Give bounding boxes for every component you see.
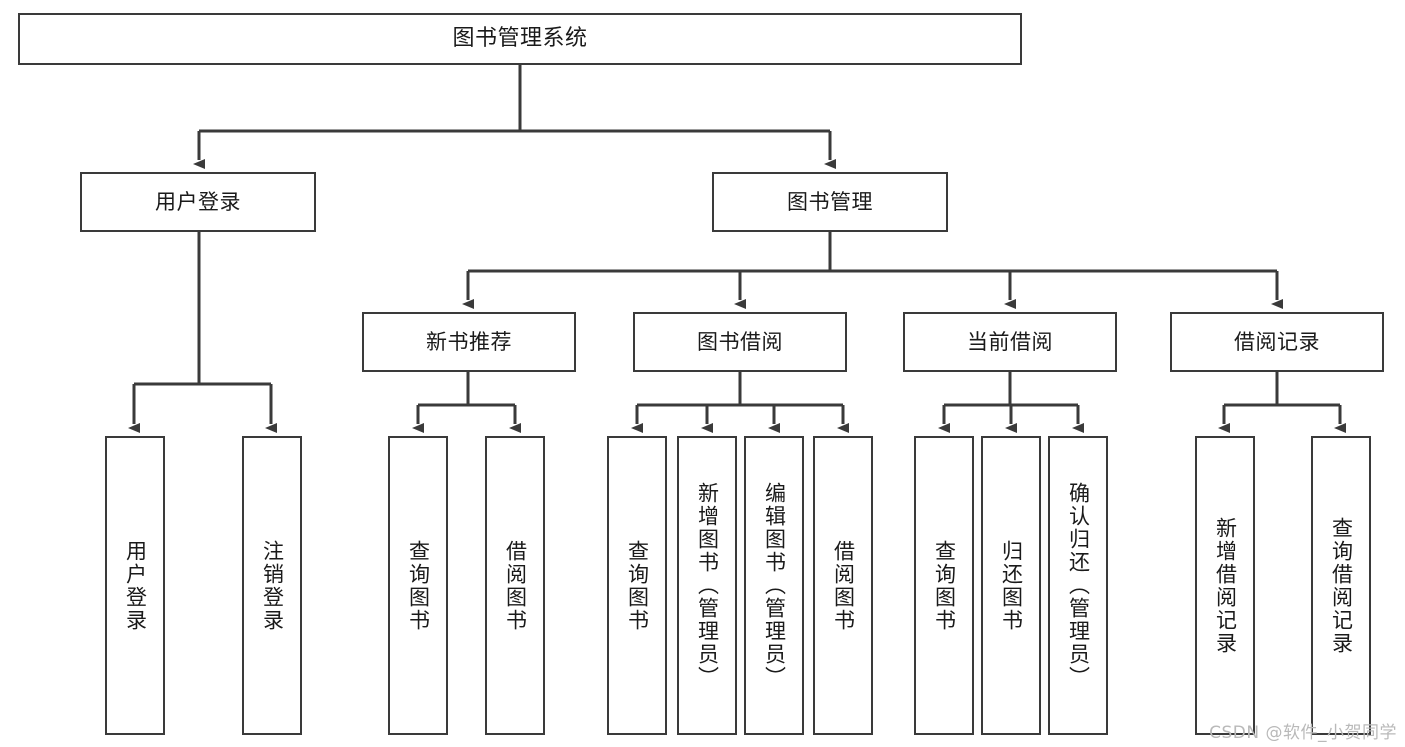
node-label: 借阅图书 [503, 539, 528, 632]
node-leaf-borrow-book-2[interactable]: 借阅图书 [813, 436, 873, 735]
node-label: 当前借阅 [967, 329, 1053, 354]
node-label: 新书推荐 [426, 329, 512, 354]
node-label: 新增图书（管理员） [695, 482, 720, 689]
node-leaf-user-login[interactable]: 用户登录 [105, 436, 165, 735]
node-label: 借阅记录 [1234, 329, 1320, 354]
node-leaf-query-book-1[interactable]: 查询图书 [388, 436, 448, 735]
node-label: 查询图书 [406, 539, 431, 632]
node-root-system[interactable]: 图书管理系统 [18, 13, 1022, 65]
node-label: 编辑图书（管理员） [762, 482, 787, 689]
node-label: 图书借阅 [697, 329, 783, 354]
node-leaf-logout-login[interactable]: 注销登录 [242, 436, 302, 735]
node-label: 确认归还（管理员） [1066, 482, 1091, 689]
node-label: 图书管理系统 [452, 26, 588, 52]
node-leaf-return-book[interactable]: 归还图书 [981, 436, 1041, 735]
node-label: 借阅图书 [831, 539, 856, 632]
node-user-login[interactable]: 用户登录 [80, 172, 316, 232]
node-leaf-query-book-2[interactable]: 查询图书 [607, 436, 667, 735]
node-label: 用户登录 [123, 539, 148, 632]
node-label: 注销登录 [260, 539, 285, 632]
node-leaf-query-borrow-record[interactable]: 查询借阅记录 [1311, 436, 1371, 735]
node-leaf-query-book-3[interactable]: 查询图书 [914, 436, 974, 735]
node-leaf-edit-book[interactable]: 编辑图书（管理员） [744, 436, 804, 735]
node-book-borrow[interactable]: 图书借阅 [633, 312, 847, 372]
node-current-borrow[interactable]: 当前借阅 [903, 312, 1117, 372]
node-label: 图书管理 [787, 189, 873, 214]
node-label: 查询图书 [625, 539, 650, 632]
node-leaf-add-book[interactable]: 新增图书（管理员） [677, 436, 737, 735]
node-label: 用户登录 [155, 189, 241, 214]
node-leaf-add-borrow-record[interactable]: 新增借阅记录 [1195, 436, 1255, 735]
node-label: 查询借阅记录 [1329, 516, 1354, 655]
node-label: 查询图书 [932, 539, 957, 632]
node-book-management[interactable]: 图书管理 [712, 172, 948, 232]
node-label: 新增借阅记录 [1213, 516, 1238, 655]
node-label: 归还图书 [999, 539, 1024, 632]
node-leaf-confirm-return[interactable]: 确认归还（管理员） [1048, 436, 1108, 735]
node-leaf-borrow-book-1[interactable]: 借阅图书 [485, 436, 545, 735]
node-new-book-recommend[interactable]: 新书推荐 [362, 312, 576, 372]
watermark-text: CSDN @软件_小贺同学 [1209, 723, 1397, 743]
node-borrow-record[interactable]: 借阅记录 [1170, 312, 1384, 372]
